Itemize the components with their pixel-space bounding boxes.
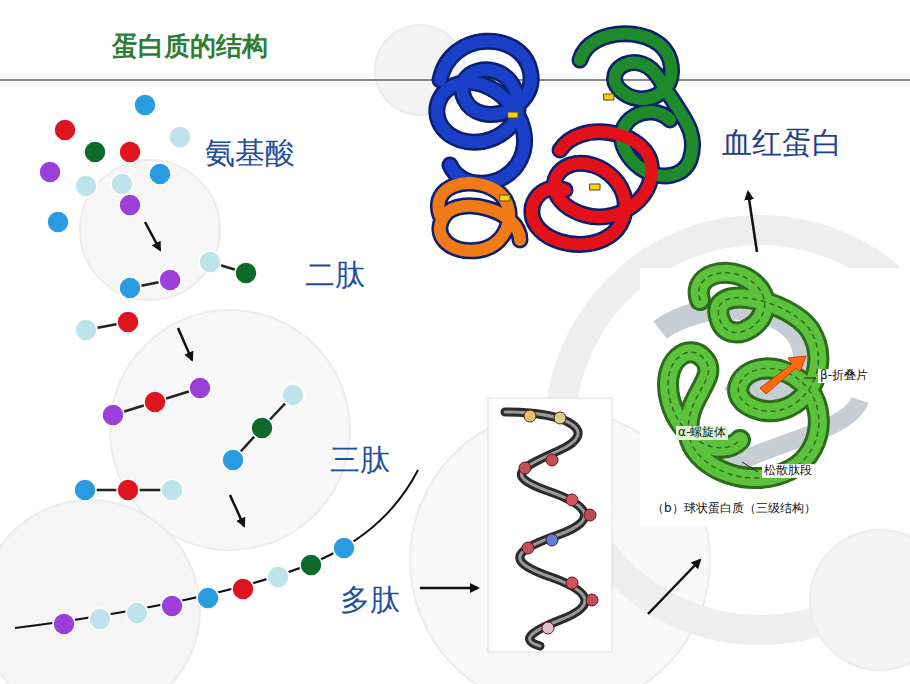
protein-name: 血红蛋白 [722,126,842,161]
stage-label: 三肽 [330,443,390,478]
figure-caption: （b）球状蛋白质（三级结构） [650,502,818,516]
background-circles [0,25,910,684]
amino-acid-dots [39,94,191,233]
hemoglobin [437,34,693,251]
part-label: β-折叠片 [818,369,870,383]
stage-label: 氨基酸 [205,136,295,171]
tripeptides [74,377,304,501]
dipeptides [75,251,257,341]
stage-label: 二肽 [305,258,365,293]
part-label: 松散肽段 [762,464,814,478]
leader-lines [742,378,816,472]
helix-panel [488,398,612,652]
stage-label: 多肽 [340,583,400,618]
part-label: α-螺旋体 [676,426,728,440]
tertiary-structure [640,268,910,526]
title: 蛋白质的结构 [112,32,268,62]
polypeptide [15,470,418,635]
